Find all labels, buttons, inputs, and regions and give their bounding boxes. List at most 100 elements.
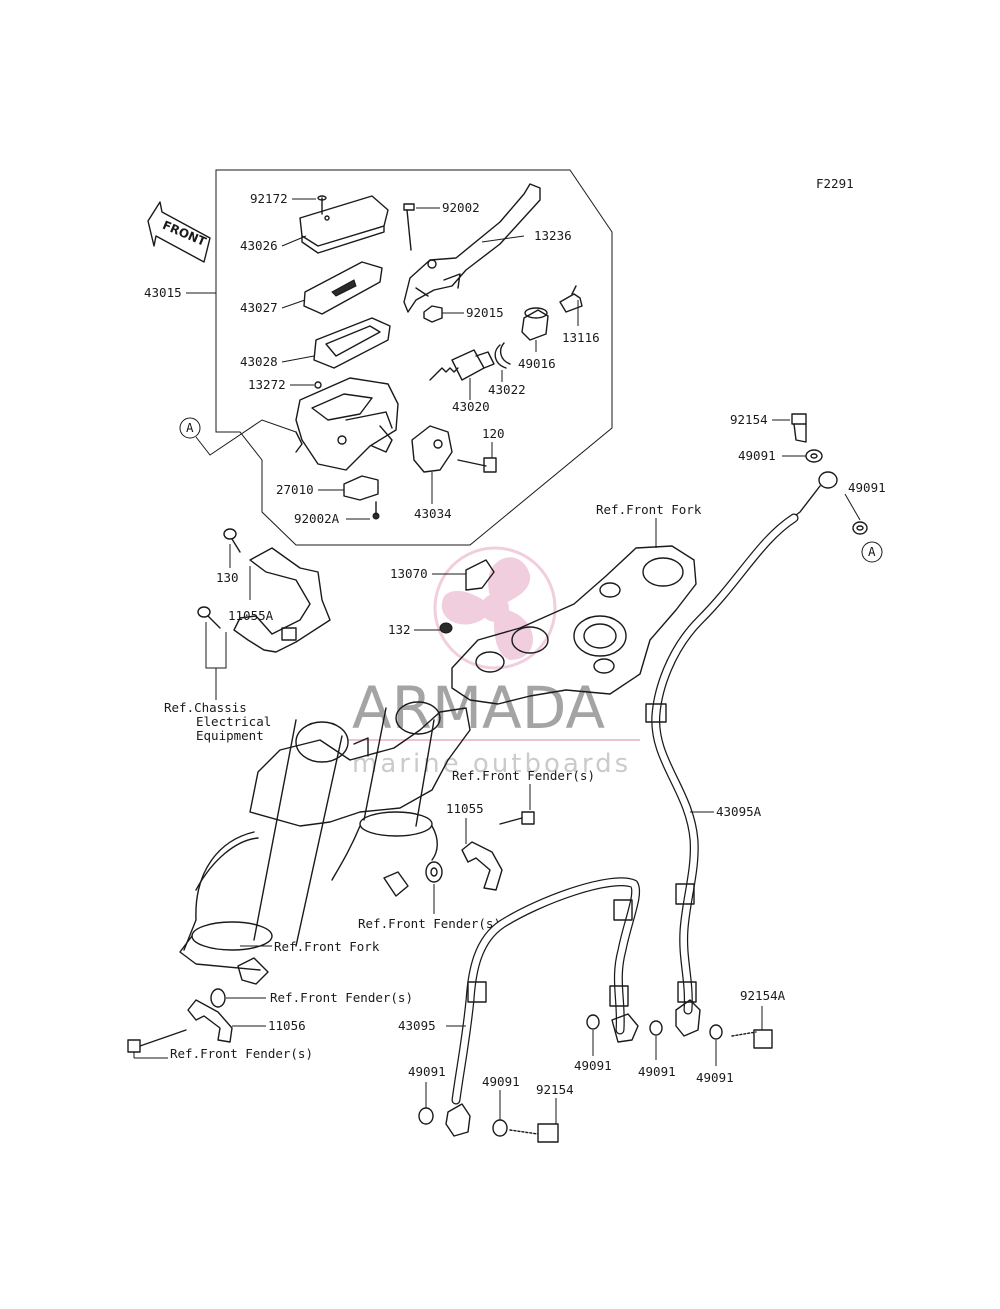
label-92154-top: 92154 — [730, 412, 768, 427]
brake-lever-13236 — [403, 183, 541, 313]
label-43015: 43015 — [144, 285, 182, 300]
washer-49091-f — [418, 1107, 434, 1125]
ref-front-fork-top: Ref.Front Fork — [596, 502, 702, 517]
cap-49016 — [521, 307, 549, 341]
callout-a-right-text: A — [868, 544, 876, 559]
label-11055: 11055 — [446, 801, 484, 816]
leader-13236 — [481, 235, 525, 243]
label-49091-c: 49091 — [574, 1058, 612, 1073]
diaphragm-plate-43027 — [303, 261, 383, 315]
banjo-bolt-92154-top — [791, 413, 807, 443]
label-13272: 13272 — [248, 377, 286, 392]
bolt-92002 — [403, 203, 415, 251]
callout-a-left-leader — [195, 419, 297, 456]
spacer-mid — [383, 871, 409, 897]
label-49091-a: 49091 — [738, 448, 776, 463]
banjo-fitting-top — [791, 471, 838, 519]
callout-a-left-text: A — [186, 420, 194, 435]
front-direction-arrow: FRONT — [147, 201, 211, 263]
bolt-lower-bracket — [197, 606, 221, 629]
nut-92015 — [423, 305, 443, 323]
screw-92002A — [372, 501, 380, 520]
watermark-brand: ARMADA — [352, 674, 605, 742]
callout-a-left — [179, 417, 201, 439]
ref-front-fender-4: Ref.Front Fender(s) — [170, 1046, 313, 1061]
watermark-tagline: marine outboards — [352, 749, 631, 779]
washer-49091-b — [852, 521, 868, 535]
label-92154A: 92154A — [740, 988, 786, 1003]
reservoir-cap-43026 — [299, 195, 389, 254]
label-49091-f: 49091 — [408, 1064, 446, 1079]
label-49091-g: 49091 — [482, 1074, 520, 1089]
brake-hose-43095 — [445, 877, 641, 1137]
callout-a-right — [861, 541, 883, 563]
washer-49091-e — [709, 1024, 723, 1040]
piston-kit-43020 — [429, 349, 495, 381]
washer-49091-c — [586, 1014, 600, 1030]
banjo-bolt-92154A — [731, 1029, 773, 1049]
label-43028: 43028 — [240, 354, 278, 369]
label-49091-e: 49091 — [696, 1070, 734, 1085]
leader-43027 — [281, 299, 306, 309]
label-92015: 92015 — [466, 305, 504, 320]
label-130: 130 — [216, 570, 239, 585]
label-11056: 11056 — [268, 1018, 306, 1033]
clamp-13070 — [465, 559, 495, 591]
label-43095: 43095 — [398, 1018, 436, 1033]
label-43095A: 43095A — [716, 804, 762, 819]
diaphragm-43028 — [313, 317, 391, 369]
label-92002: 92002 — [442, 200, 480, 215]
label-13236: 13236 — [534, 228, 572, 243]
right-fork-tube — [331, 707, 438, 881]
master-cylinder-body — [295, 377, 399, 471]
label-120: 120 — [482, 426, 505, 441]
ref-front-fender-2: Ref.Front Fender(s) — [358, 916, 501, 931]
leader-43028 — [281, 355, 315, 363]
switch-13116 — [559, 285, 583, 313]
collar-mid — [425, 861, 443, 883]
brake-hose-43095A — [645, 513, 799, 1037]
label-92172: 92172 — [250, 191, 288, 206]
spacer-lower — [237, 957, 269, 985]
bolt-ref-fender-upper — [499, 811, 535, 825]
ref-chassis-line3: Equipment — [196, 728, 264, 743]
washer-49091-d — [649, 1020, 663, 1036]
label-49016: 49016 — [518, 356, 556, 371]
boot-43022 — [494, 342, 511, 369]
diagram-code: F2291 — [816, 176, 854, 191]
ref-front-fork-lower: Ref.Front Fork — [274, 939, 380, 954]
holder-43034 — [411, 425, 453, 473]
label-43026: 43026 — [240, 238, 278, 253]
label-43034: 43034 — [414, 506, 452, 521]
label-49091-b: 49091 — [848, 480, 886, 495]
left-fork-tube — [179, 719, 343, 971]
bracket-11055A — [233, 547, 331, 653]
upper-triple-clamp — [451, 545, 697, 705]
watermark: ARMADA marine outboards — [348, 546, 640, 779]
label-92002A: 92002A — [294, 511, 340, 526]
label-92154-bottom: 92154 — [536, 1082, 574, 1097]
screw-92172 — [317, 195, 327, 215]
bolt-130 — [223, 528, 241, 553]
label-43022: 43022 — [488, 382, 526, 397]
bolt-132 — [439, 622, 453, 634]
clamp-11055 — [461, 841, 503, 891]
ref-chassis-bracket-leader — [205, 622, 227, 669]
label-132: 132 — [388, 622, 411, 637]
ref-chassis-line2: Electrical — [196, 714, 271, 729]
lower-triple-clamp — [249, 701, 471, 827]
banjo-bolt-92154-bottom — [509, 1123, 559, 1143]
label-11055A: 11055A — [228, 608, 274, 623]
washer-49091-a — [805, 449, 823, 463]
leader-49091-b — [844, 493, 861, 521]
collar-lower — [210, 988, 226, 1008]
bolt-120 — [457, 457, 497, 473]
master-cylinder-group-outline — [215, 169, 613, 546]
label-43027: 43027 — [240, 300, 278, 315]
label-49091-d: 49091 — [638, 1064, 676, 1079]
ref-front-fender-3: Ref.Front Fender(s) — [270, 990, 413, 1005]
switch-27010 — [343, 475, 379, 501]
label-13116: 13116 — [562, 330, 600, 345]
ref-front-fender-1: Ref.Front Fender(s) — [452, 768, 595, 783]
